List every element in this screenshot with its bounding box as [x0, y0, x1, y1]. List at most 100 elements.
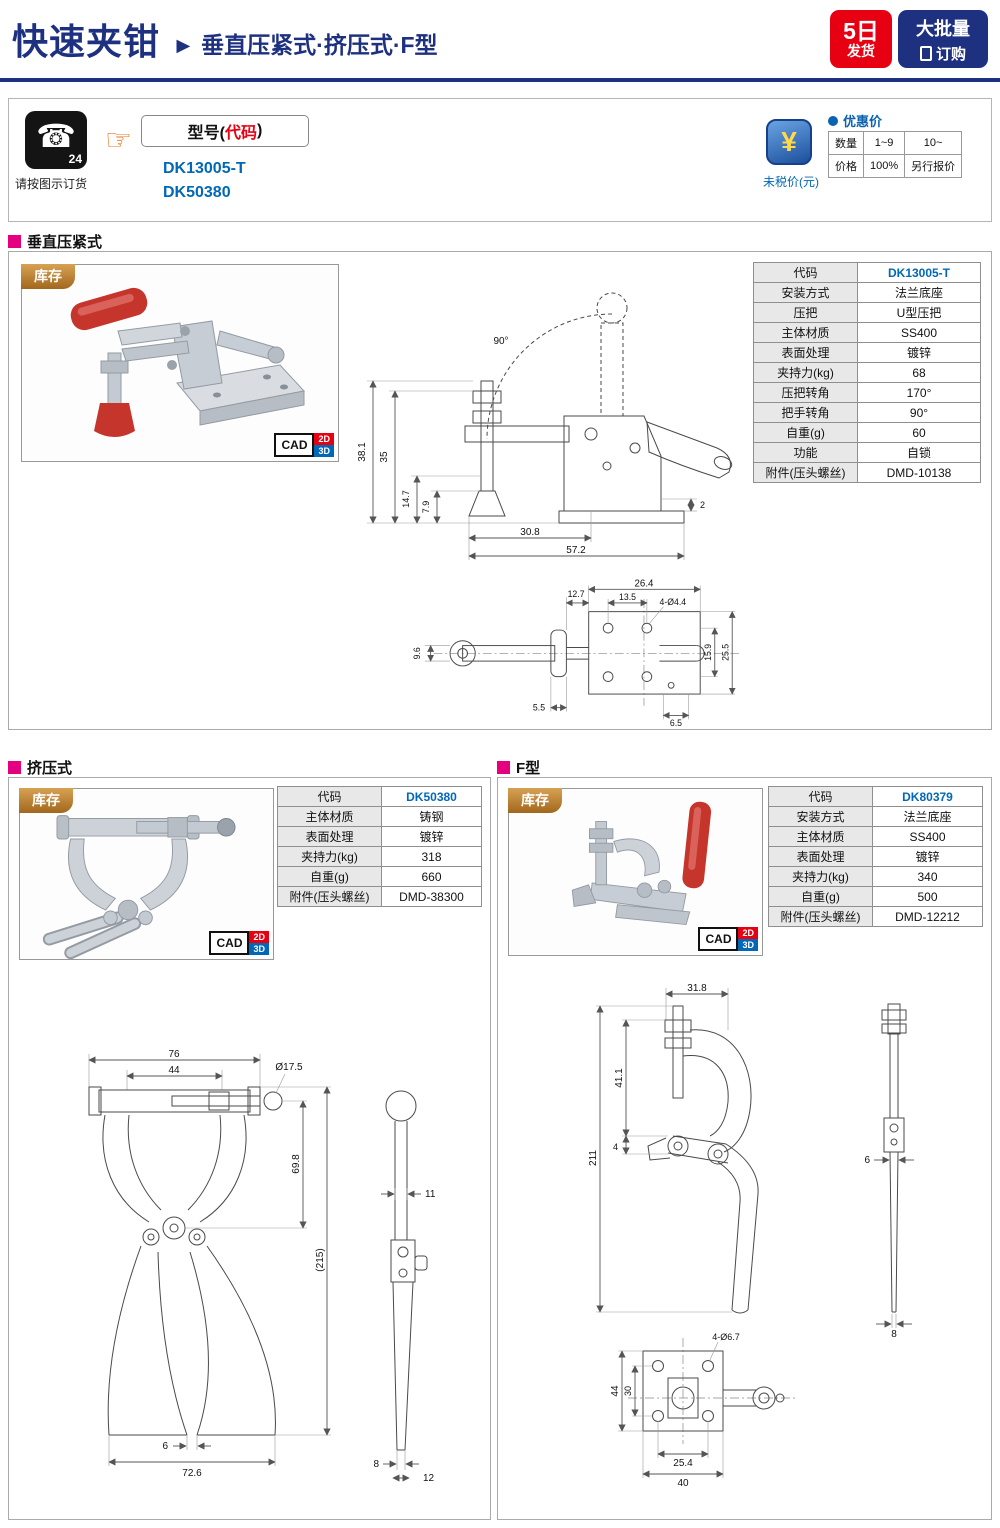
model-code-1: DK13005-T: [163, 160, 246, 177]
dim-6: 6: [864, 1155, 870, 1166]
dim-13-5: 13.5: [619, 592, 636, 602]
dim-25-5: 25.5: [720, 644, 730, 661]
price-header: 优惠价: [843, 114, 883, 129]
section-title-squeeze: 挤压式: [8, 757, 72, 778]
ship-label-text: 发货: [847, 42, 875, 59]
dim-6: 6: [162, 1441, 168, 1452]
dim-41-1: 41.1: [614, 1068, 625, 1088]
dim-30: 30: [623, 1386, 633, 1396]
bulk-order-line2: 订购: [935, 45, 966, 63]
page-subtitle: ► 垂直压紧式·挤压式·F型: [172, 32, 438, 58]
price-note: 未税价(元): [763, 175, 819, 189]
cad-2d-badge: 2D: [249, 931, 269, 943]
drawing-squeeze-side-view: 11 8 12: [373, 1090, 436, 1484]
clamp-photo: [42, 815, 236, 959]
model-code-box: 型号(代码): [141, 115, 309, 147]
dim-72-6: 72.6: [182, 1468, 202, 1479]
ship-days-badge: 5日 发货: [830, 10, 892, 68]
dim-31-8: 31.8: [687, 983, 707, 994]
cad-3d-badge: 3D: [314, 445, 334, 457]
spec-row: 自重(g)660: [277, 866, 482, 887]
spec-row: 安装方式法兰底座: [753, 282, 981, 303]
phone-glyph-icon: ☎: [36, 118, 76, 154]
page-header: 快速夹钳 ► 垂直压紧式·挤压式·F型 5日 发货 大批量 订购: [0, 0, 1000, 82]
model-code-2: DK50380: [163, 184, 231, 201]
spec-row: 功能自锁: [753, 442, 981, 463]
product-photo-frame: 库存: [19, 788, 274, 960]
dim-15-9: 15.9: [703, 644, 713, 661]
dim-7-9: 7.9: [421, 501, 431, 514]
cad-label: CAD: [274, 433, 315, 457]
page-title: 快速夹钳: [12, 21, 161, 62]
section-marker: [8, 761, 21, 774]
spec-row: 自重(g)500: [768, 886, 983, 907]
product-photo-frame: 库存: [21, 264, 339, 462]
product-photo-vertical-clamp: [70, 287, 305, 437]
pointing-finger-icon: ☞: [105, 124, 132, 157]
drawing-vertical-side-view: 38.1 35 14.7 7.9 30.8 57.2 2 90°: [357, 292, 733, 560]
dim-69-8: 69.8: [291, 1154, 302, 1174]
dim-14-7: 14.7: [401, 490, 411, 508]
dim-57-2: 57.2: [566, 545, 586, 556]
dim-44: 44: [168, 1065, 180, 1076]
spec-row: 表面处理镀锌: [753, 342, 981, 363]
drawing-f-side-view: 6 8: [864, 1003, 914, 1340]
spec-row: 夹持力(kg)340: [768, 866, 983, 887]
section-marker: [497, 761, 510, 774]
phone-24h-icon: ☎ 24: [25, 111, 87, 169]
spec-row: 安装方式法兰底座: [768, 806, 983, 827]
dim-angle-90: 90°: [493, 336, 508, 347]
dim-5-5: 5.5: [533, 703, 545, 713]
cad-3d-badge: 3D: [249, 943, 269, 955]
section-marker: [8, 235, 21, 248]
spec-row: 附件(压头螺丝)DMD-38300: [277, 886, 482, 907]
dim-44: 44: [610, 1385, 621, 1397]
dim-8: 8: [891, 1329, 897, 1340]
dim-40: 40: [677, 1478, 689, 1489]
phone-24-label: 24: [68, 152, 82, 166]
dim-26-4: 26.4: [635, 578, 654, 589]
stock-badge: 库存: [21, 264, 75, 289]
dim-dia-17-5: Ø17.5: [275, 1062, 303, 1073]
dim-8: 8: [373, 1459, 379, 1470]
stock-badge: 库存: [508, 788, 562, 813]
dim-35: 35: [379, 451, 390, 463]
dim-12-7: 12.7: [568, 589, 585, 599]
bulk-order-badge[interactable]: 大批量 订购: [898, 10, 988, 68]
cad-label: CAD: [698, 927, 739, 951]
dim-215: (215): [315, 1248, 326, 1271]
drawing-f-base-view: 4-Ø6.7 44 30 25.4 40: [610, 1332, 796, 1489]
stock-badge: 库存: [19, 788, 73, 813]
spec-row: 附件(压头螺丝)DMD-12212: [768, 906, 983, 927]
bulk-order-line1: 大批量: [916, 18, 970, 39]
section-vertical-clamp: 库存: [8, 251, 992, 730]
model-label-end: ): [257, 122, 263, 139]
drawing-vertical-base-view: 26.4 13.5 12.7 4-Ø4.4 15.9 25.5 9.6: [412, 578, 739, 728]
dim-holes-6-7: 4-Ø6.7: [712, 1332, 740, 1342]
dim-11: 11: [425, 1189, 436, 1200]
order-caption: 请按图示订货: [15, 177, 88, 191]
spec-row: 表面处理镀锌: [277, 826, 482, 847]
cad-label: CAD: [209, 931, 250, 955]
yen-icon: ¥: [766, 119, 812, 165]
dim-30-8: 30.8: [520, 527, 540, 538]
spec-row: 表面处理镀锌: [768, 846, 983, 867]
spec-row: 夹持力(kg)318: [277, 846, 482, 867]
spec-row: 主体材质铸钢: [277, 806, 482, 827]
cad-2d-badge: 2D: [738, 927, 758, 939]
